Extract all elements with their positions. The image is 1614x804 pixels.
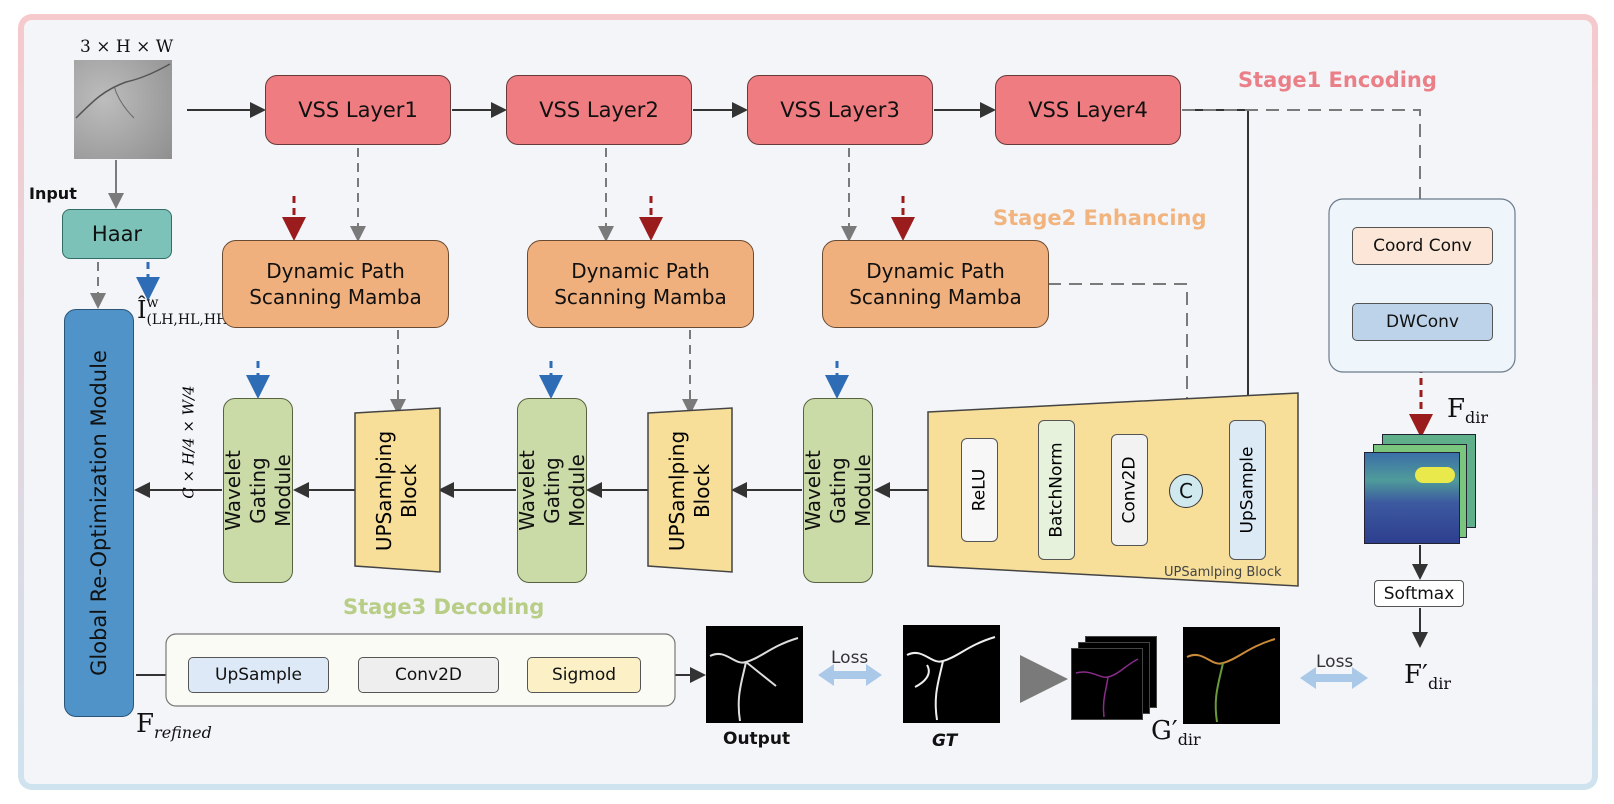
head-conv2d: Conv2D: [358, 657, 499, 693]
upsampling-block-2-shape: [647, 407, 733, 573]
upsampling-block-1: UPSamlping Block: [372, 430, 422, 552]
op-upsample: UpSample: [1229, 420, 1266, 560]
gt-label: GT: [932, 731, 958, 751]
op-conv2d: Conv2D: [1111, 434, 1148, 546]
haar-box: Haar: [62, 209, 172, 259]
stage2-label: Stage2 Enhancing: [993, 206, 1207, 230]
dynamic-path-mamba-2: Dynamic Path Scanning Mamba: [527, 240, 754, 328]
f-dir-prime-label: F′dir: [1404, 660, 1451, 693]
loss-label-1: Loss: [831, 648, 869, 668]
gdir-overlay-image: [1183, 627, 1280, 724]
input-dims: 3 × H × W: [80, 37, 174, 57]
concat-node: C: [1169, 474, 1203, 508]
dynamic-path-mamba-3: Dynamic Path Scanning Mamba: [822, 240, 1049, 328]
upsampling-block-caption: UPSamlping Block: [1164, 565, 1282, 580]
feature-dims-label: C × H/4 × W/4: [180, 385, 199, 499]
loss-label-2: Loss: [1316, 652, 1354, 672]
wavelet-gating-module-3: Wavelet Gating Module: [801, 398, 875, 583]
wavelet-gating-module-2: Wavelet Gating Module: [515, 398, 589, 583]
coord-conv-box: Coord Conv: [1352, 227, 1493, 265]
stage3-label: Stage3 Decoding: [343, 595, 545, 619]
gdir-stack-front: [1071, 648, 1143, 720]
input-label: Input: [29, 184, 77, 203]
direction-map-front: [1364, 452, 1460, 544]
head-sigmoid: Sigmod: [527, 657, 641, 693]
wavelet-gating-module-1: Wavelet Gating Module: [221, 398, 295, 583]
op-batchnorm: BatchNorm: [1038, 420, 1075, 560]
vss-layer-4: VSS Layer4: [995, 75, 1181, 145]
op-relu: ReLU: [961, 438, 998, 542]
global-reoptimization-module: Global Re-Optimization Module: [64, 309, 134, 717]
haar-subband-label: Îw(LH,HL,HH): [137, 295, 234, 328]
input-image: [74, 60, 172, 159]
output-image: [706, 626, 803, 723]
dwconv-box: DWConv: [1352, 303, 1493, 341]
stage1-label: Stage1 Encoding: [1238, 68, 1437, 92]
f-dir-label: Fdir: [1447, 394, 1489, 427]
output-label: Output: [723, 729, 791, 749]
head-upsample: UpSample: [188, 657, 329, 693]
vss-layer-3: VSS Layer3: [747, 75, 933, 145]
gt-image: [903, 625, 1000, 723]
vss-layer-2: VSS Layer2: [506, 75, 692, 145]
g-dir-label: G′dir: [1151, 716, 1201, 749]
direction-panel: [1328, 198, 1516, 373]
softmax-box: Softmax: [1374, 580, 1464, 607]
upsampling-block-1-shape: [354, 407, 441, 573]
vss-layer-1: VSS Layer1: [265, 75, 451, 145]
dynamic-path-mamba-1: Dynamic Path Scanning Mamba: [222, 240, 449, 328]
f-refined-label: Frefined: [136, 709, 212, 742]
upsampling-block-2: UPSamlping Block: [665, 430, 714, 552]
